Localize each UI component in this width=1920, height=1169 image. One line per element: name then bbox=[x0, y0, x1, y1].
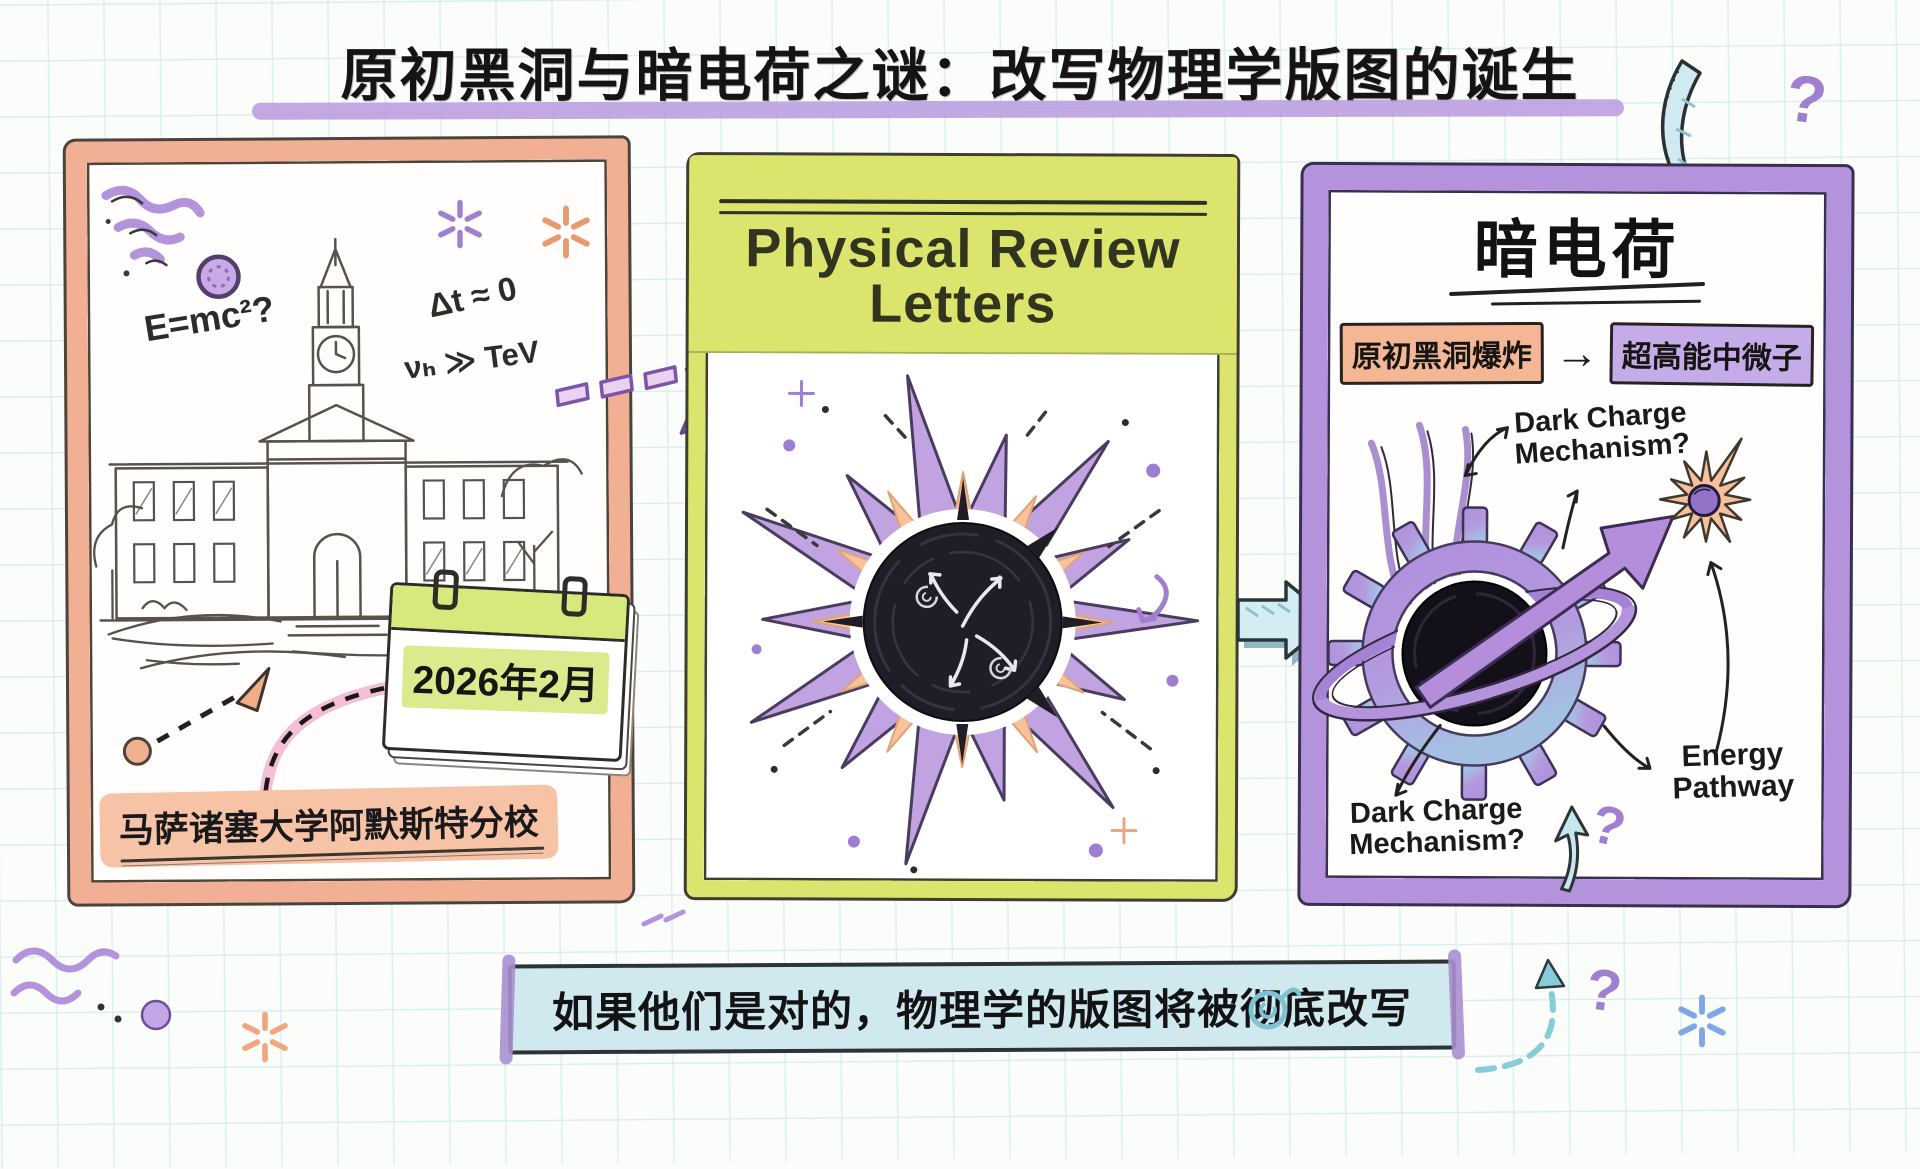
calendar-date: 2026年2月 bbox=[387, 643, 624, 717]
flow-box-pbh-explosion: 原初黑洞爆炸 bbox=[1340, 322, 1544, 385]
calendar-header bbox=[391, 585, 627, 642]
journal-rule bbox=[719, 211, 1207, 215]
sparkle-icon-peach bbox=[240, 1012, 290, 1062]
journal-title-line2: Letters bbox=[689, 276, 1237, 333]
flow-row: 原初黑洞爆炸 → 超高能中微子 bbox=[1328, 322, 1826, 386]
panel-journal: Physical Review Letters bbox=[687, 155, 1238, 899]
heading-underline bbox=[1491, 300, 1701, 306]
university-name-label: 马萨诸塞大学阿默斯特分校 bbox=[99, 785, 558, 868]
conclusion-banner: 如果他们是对的，物理学的版图将被彻底改写 bbox=[508, 960, 1456, 1055]
sparkle-icon-orange bbox=[540, 206, 592, 258]
flow-arrow-icon: → bbox=[1555, 332, 1599, 376]
sparkle-icon-blue bbox=[1676, 995, 1728, 1047]
panel-dark-charge: 暗电荷 原初黑洞爆炸 → 超高能中微子 bbox=[1300, 165, 1851, 905]
journal-header: Physical Review Letters bbox=[689, 155, 1238, 355]
title-highlight-underline bbox=[252, 99, 1624, 120]
calendar-ring-icon bbox=[432, 569, 459, 610]
journal-title: Physical Review Letters bbox=[689, 221, 1237, 333]
dark-charge-heading: 暗电荷 bbox=[1328, 198, 1826, 292]
journal-rule bbox=[719, 199, 1207, 204]
label-energy-pathway: Energy Pathway bbox=[1647, 737, 1819, 807]
label-dark-charge-mechanism-bottom: Dark Charge Mechanism? bbox=[1331, 793, 1543, 862]
calendar: 2026年2月 bbox=[382, 582, 630, 762]
page-title: 原初黑洞与暗电荷之谜：改写物理学版图的诞生 bbox=[0, 30, 1920, 112]
tick-marks-doodle bbox=[650, 904, 690, 938]
dashed-up-arrow-icon bbox=[1460, 958, 1595, 1078]
spiral-doodle bbox=[1238, 976, 1302, 1040]
flow-box-uhe-neutrino: 超高能中微子 bbox=[1609, 322, 1814, 387]
sparkle-icon-purple bbox=[436, 200, 484, 248]
black-hole-explosion-drawing bbox=[704, 349, 1221, 881]
calendar-ring-icon bbox=[561, 576, 588, 617]
squiggle-doodle bbox=[6, 935, 186, 1045]
journal-title-line1: Physical Review bbox=[689, 221, 1237, 278]
